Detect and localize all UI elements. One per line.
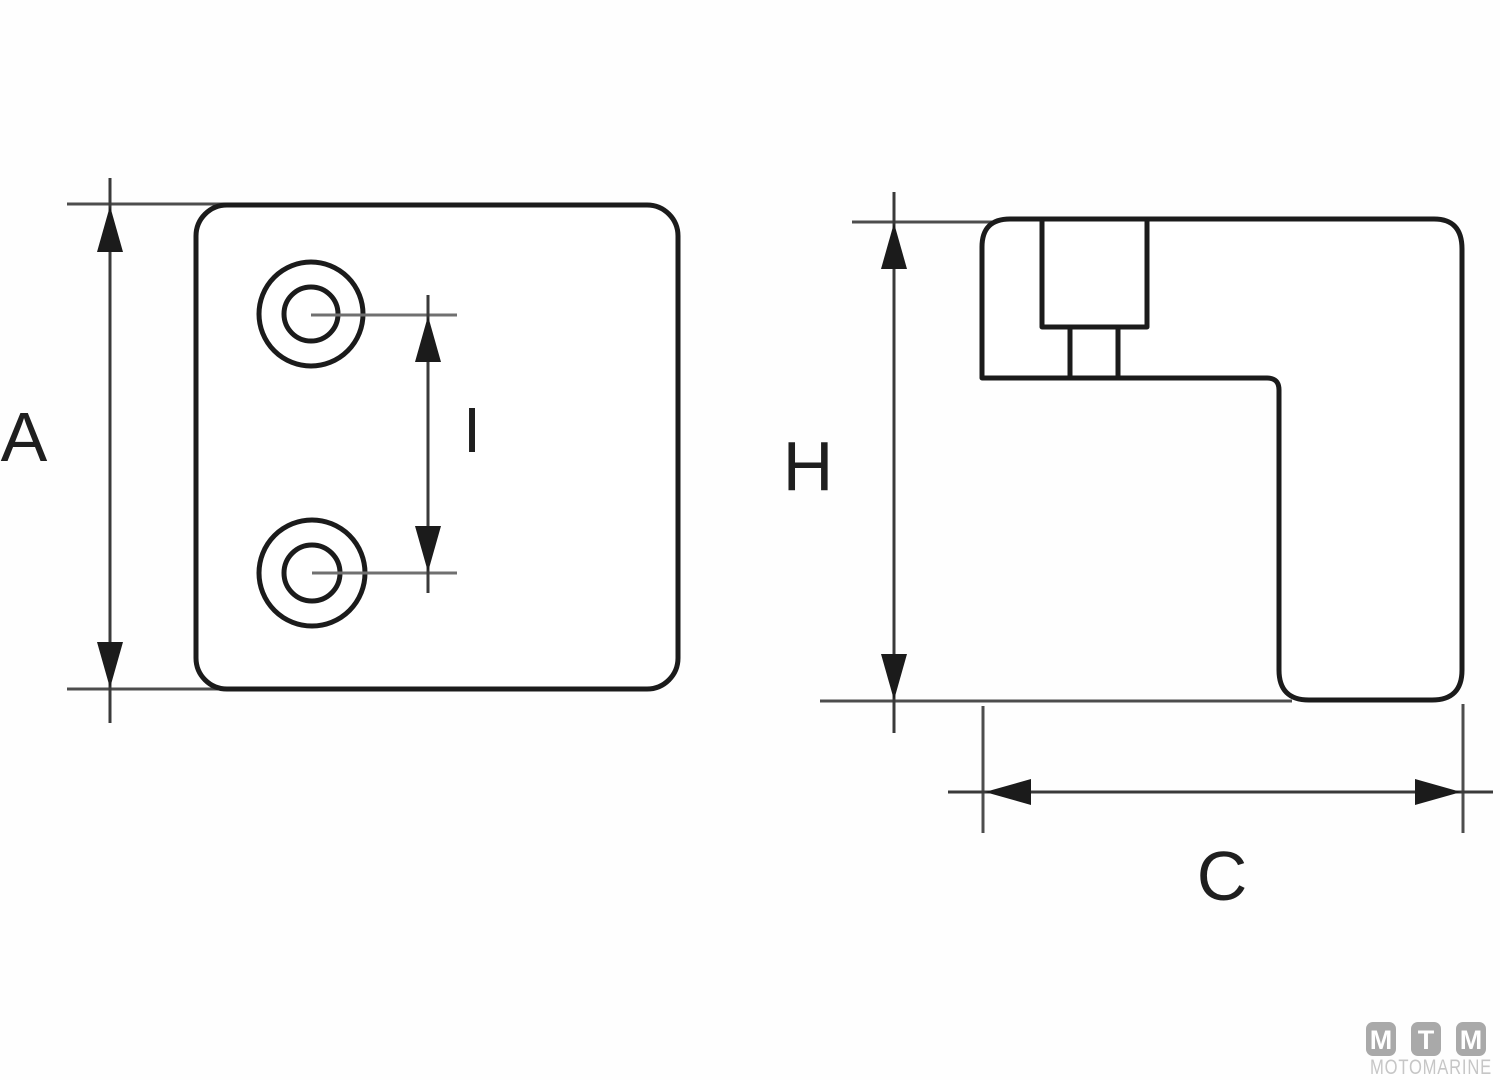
logo-letter-1: M — [1370, 1025, 1393, 1055]
arrowhead-I-top — [415, 316, 441, 362]
dimension-label-C: C — [1197, 837, 1248, 915]
front-view: A I — [1, 178, 681, 723]
mtm-logo: M T M MOTOMARINE — [1366, 1022, 1492, 1079]
bracket-outline — [979, 216, 1465, 703]
arrowhead-H-bottom — [881, 654, 907, 700]
logo-wordmark: MOTOMARINE — [1370, 1056, 1492, 1079]
arrowhead-A-top — [97, 206, 123, 252]
arrowhead-A-bottom — [97, 642, 123, 688]
plate-outline — [193, 202, 681, 692]
logo-letter-2: T — [1418, 1025, 1435, 1055]
dimension-label-A: A — [1, 398, 48, 476]
arrowhead-C-right — [1415, 779, 1461, 805]
dimension-label-H: H — [783, 427, 834, 505]
arrowhead-H-top — [881, 223, 907, 269]
logo-letter-3: M — [1460, 1025, 1483, 1055]
side-view: H C — [783, 192, 1493, 915]
arrowhead-C-left — [985, 779, 1031, 805]
screw-head-recess — [1039, 218, 1150, 330]
logo-tile-1 — [1366, 1022, 1396, 1056]
dimension-label-I: I — [463, 394, 481, 466]
arrowhead-I-bottom — [415, 526, 441, 572]
logo-tile-2 — [1411, 1022, 1441, 1056]
logo-tile-3 — [1456, 1022, 1486, 1056]
